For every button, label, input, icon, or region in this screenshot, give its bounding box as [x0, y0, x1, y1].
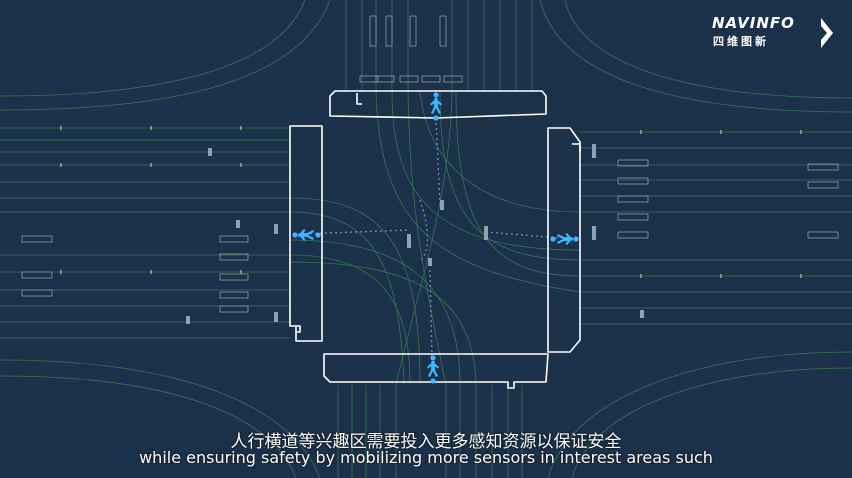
subtitle-english: while ensuring safety by mobilizing more…: [139, 448, 713, 467]
pedestrian-bottom: [427, 355, 439, 384]
pedestrian-right: [550, 233, 579, 245]
navinfo-logo: NAVINFO 四维图新: [712, 14, 837, 54]
interest-area-boundary: [289, 90, 581, 389]
trajectories: [299, 117, 561, 361]
objects: [186, 144, 644, 324]
pedestrian-top: [430, 92, 442, 121]
chevron-right-icon: [821, 18, 833, 48]
logo-chinese-text: 四维图新: [713, 35, 769, 48]
lane-markers: [60, 126, 802, 278]
pedestrian-icon: [427, 355, 439, 377]
pedestrian-icon: [430, 92, 442, 114]
logo-brand-text: NAVINFO: [712, 14, 795, 32]
road-markings: [21, 15, 839, 313]
subtitle-chinese: 人行横道等兴趣区需要投入更多感知资源以保证安全: [230, 432, 622, 452]
pedestrian-icon: [557, 233, 579, 245]
pedestrian-left: [292, 229, 321, 241]
pedestrian-icon: [292, 229, 314, 241]
